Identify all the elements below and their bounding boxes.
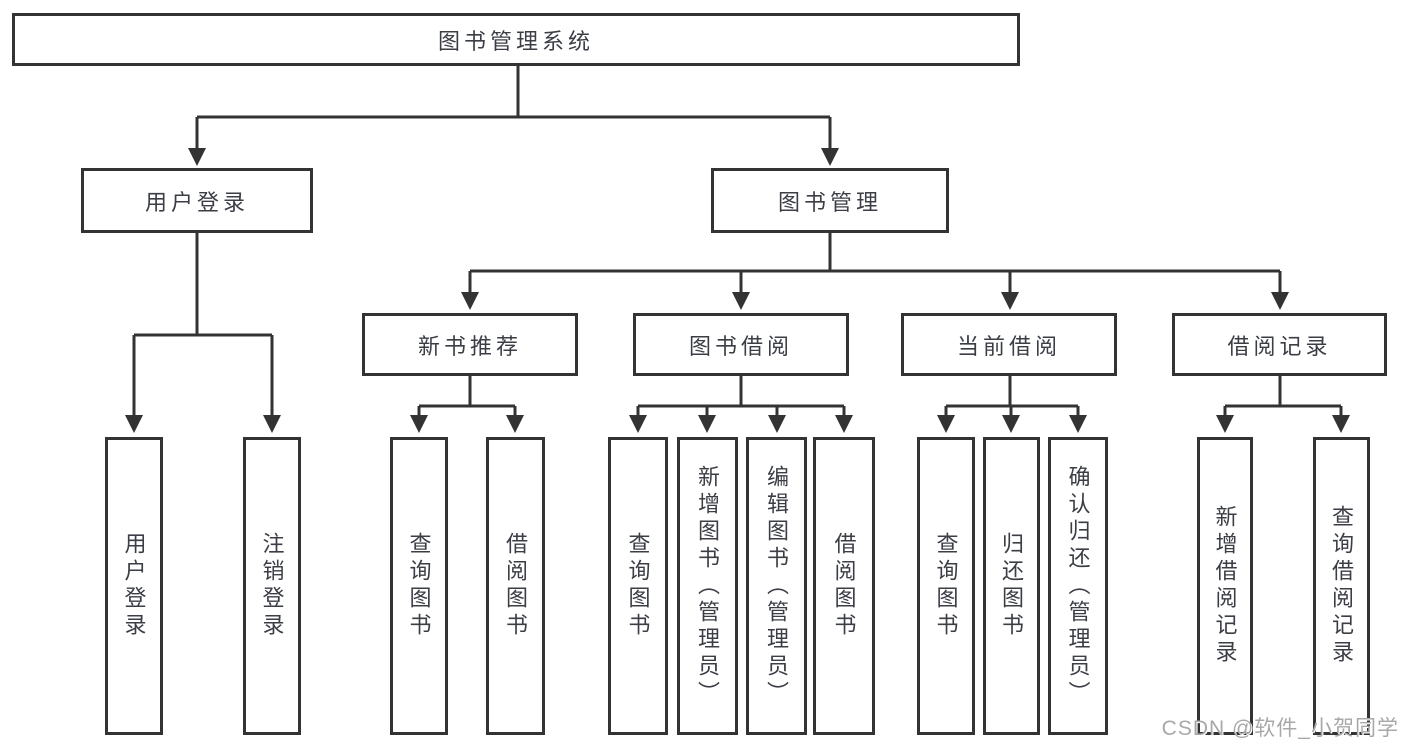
node-label: 借阅图书 bbox=[831, 532, 857, 640]
node-label: 查询图书 bbox=[625, 532, 651, 640]
node-bb-borrow-books: 借阅图书 bbox=[813, 437, 875, 735]
node-book-management: 图书管理 bbox=[711, 168, 949, 233]
node-label: 用户登录 bbox=[121, 532, 147, 640]
node-label: 编辑图书（管理员） bbox=[764, 464, 790, 708]
arrowhead-icon bbox=[1332, 415, 1350, 433]
node-user-login-leaf: 用户登录 bbox=[105, 437, 163, 735]
node-user-login: 用户登录 bbox=[81, 168, 313, 233]
arrowhead-icon bbox=[1002, 415, 1020, 433]
node-br-query-record: 查询借阅记录 bbox=[1313, 437, 1370, 735]
arrowhead-icon bbox=[1069, 415, 1087, 433]
node-label: 查询借阅记录 bbox=[1329, 505, 1355, 667]
node-label: 新增图书（管理员） bbox=[695, 464, 721, 708]
arrowhead-icon bbox=[768, 415, 786, 433]
node-label: 查询图书 bbox=[406, 532, 432, 640]
connector-book-management-branch bbox=[468, 233, 1282, 294]
connector-root-branch bbox=[195, 66, 832, 150]
arrowhead-icon bbox=[1216, 415, 1234, 433]
connector-new-book-branch bbox=[417, 376, 517, 418]
arrowhead-icon bbox=[125, 415, 143, 433]
connector-book-borrow-branch bbox=[636, 376, 846, 418]
node-label: 注销登录 bbox=[259, 532, 285, 640]
node-label: 借阅图书 bbox=[503, 532, 529, 640]
node-current-borrowing: 当前借阅 bbox=[901, 313, 1117, 376]
node-br-add-record: 新增借阅记录 bbox=[1197, 437, 1253, 735]
node-label: 查询图书 bbox=[933, 532, 959, 640]
node-new-book-recommend: 新书推荐 bbox=[362, 313, 578, 376]
arrowhead-icon bbox=[629, 415, 647, 433]
node-library-system: 图书管理系统 bbox=[12, 13, 1020, 66]
node-cb-confirm-return-admin: 确认归还（管理员） bbox=[1048, 437, 1108, 735]
csdn-watermark: CSDN @软件_小贺同学 bbox=[1161, 717, 1399, 740]
node-bb-add-books-admin: 新增图书（管理员） bbox=[677, 437, 738, 735]
node-borrowing-records: 借阅记录 bbox=[1172, 313, 1387, 376]
arrowhead-icon bbox=[732, 292, 750, 310]
arrowhead-icon bbox=[821, 148, 839, 166]
connector-current-borrow-branch bbox=[944, 376, 1080, 418]
connector-user-login-branch bbox=[132, 233, 274, 418]
arrowhead-icon bbox=[263, 415, 281, 433]
node-nbr-borrow-books: 借阅图书 bbox=[486, 437, 545, 735]
connector-borrow-records-branch bbox=[1223, 376, 1343, 418]
node-label: 确认归还（管理员） bbox=[1065, 464, 1091, 708]
arrowhead-icon bbox=[1271, 292, 1289, 310]
arrowhead-icon bbox=[835, 415, 853, 433]
arrowhead-icon bbox=[1001, 292, 1019, 310]
node-cb-query-books: 查询图书 bbox=[917, 437, 975, 735]
arrowhead-icon bbox=[461, 292, 479, 310]
node-label: 新增借阅记录 bbox=[1212, 505, 1238, 667]
arrowhead-icon bbox=[506, 415, 524, 433]
node-label: 归还图书 bbox=[999, 532, 1025, 640]
node-bb-query-books: 查询图书 bbox=[608, 437, 668, 735]
arrowhead-icon bbox=[937, 415, 955, 433]
arrowhead-icon bbox=[410, 415, 428, 433]
arrowhead-icon bbox=[188, 148, 206, 166]
node-book-borrowing: 图书借阅 bbox=[633, 313, 849, 376]
node-logout-leaf: 注销登录 bbox=[243, 437, 301, 735]
node-nbr-query-books: 查询图书 bbox=[390, 437, 448, 735]
node-bb-edit-books-admin: 编辑图书（管理员） bbox=[746, 437, 807, 735]
node-cb-return-books: 归还图书 bbox=[983, 437, 1040, 735]
arrowhead-icon bbox=[698, 415, 716, 433]
